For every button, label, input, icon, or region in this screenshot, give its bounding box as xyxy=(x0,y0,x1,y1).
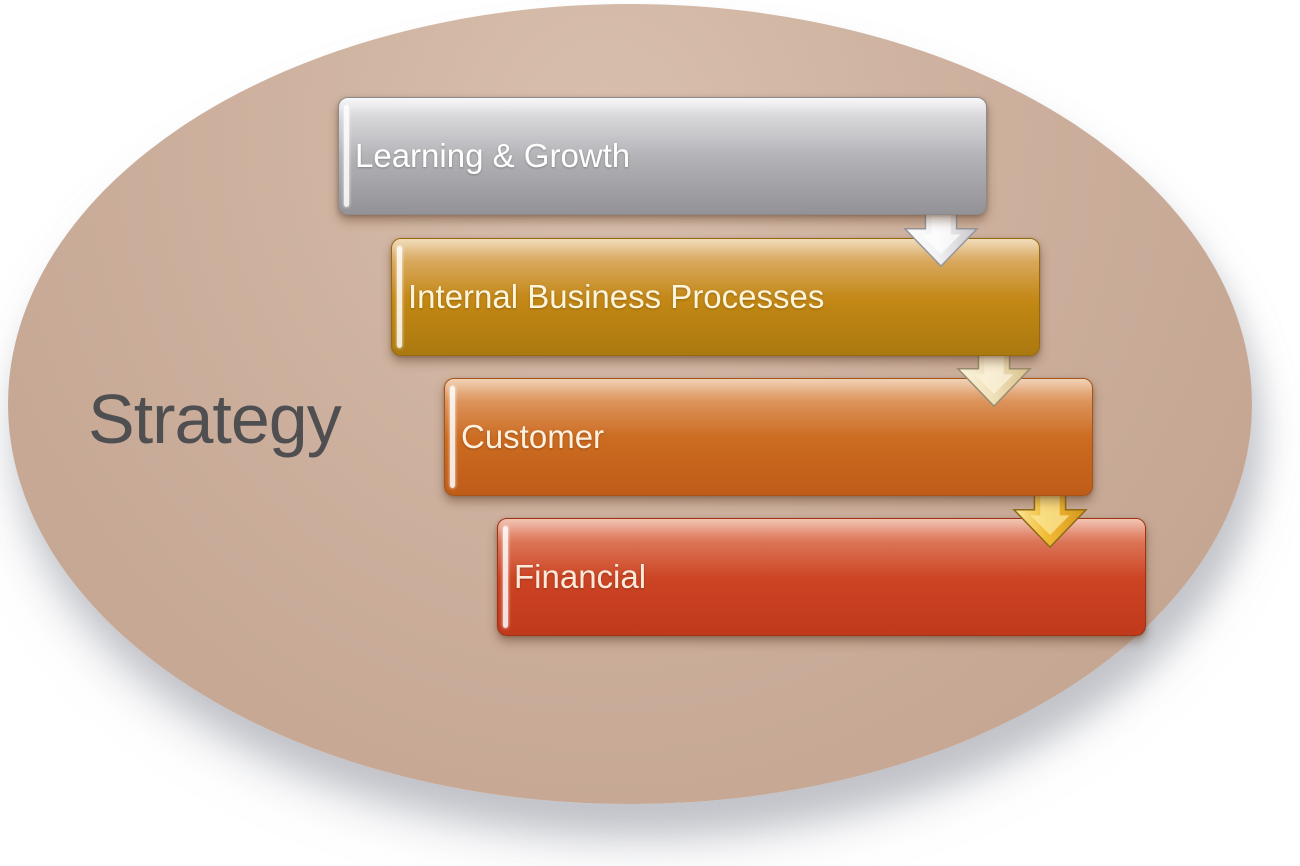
diagram-title: Strategy xyxy=(88,380,342,458)
bar-learning-growth-label: Learning & Growth xyxy=(355,137,631,174)
bar-financial-label: Financial xyxy=(514,558,647,595)
bar-customer-label: Customer xyxy=(461,418,605,455)
bar-financial: Financial xyxy=(497,518,1146,636)
bar-internal-business-processes-label: Internal Business Processes xyxy=(408,278,825,315)
bar-learning-growth: Learning & Growth xyxy=(338,97,987,215)
